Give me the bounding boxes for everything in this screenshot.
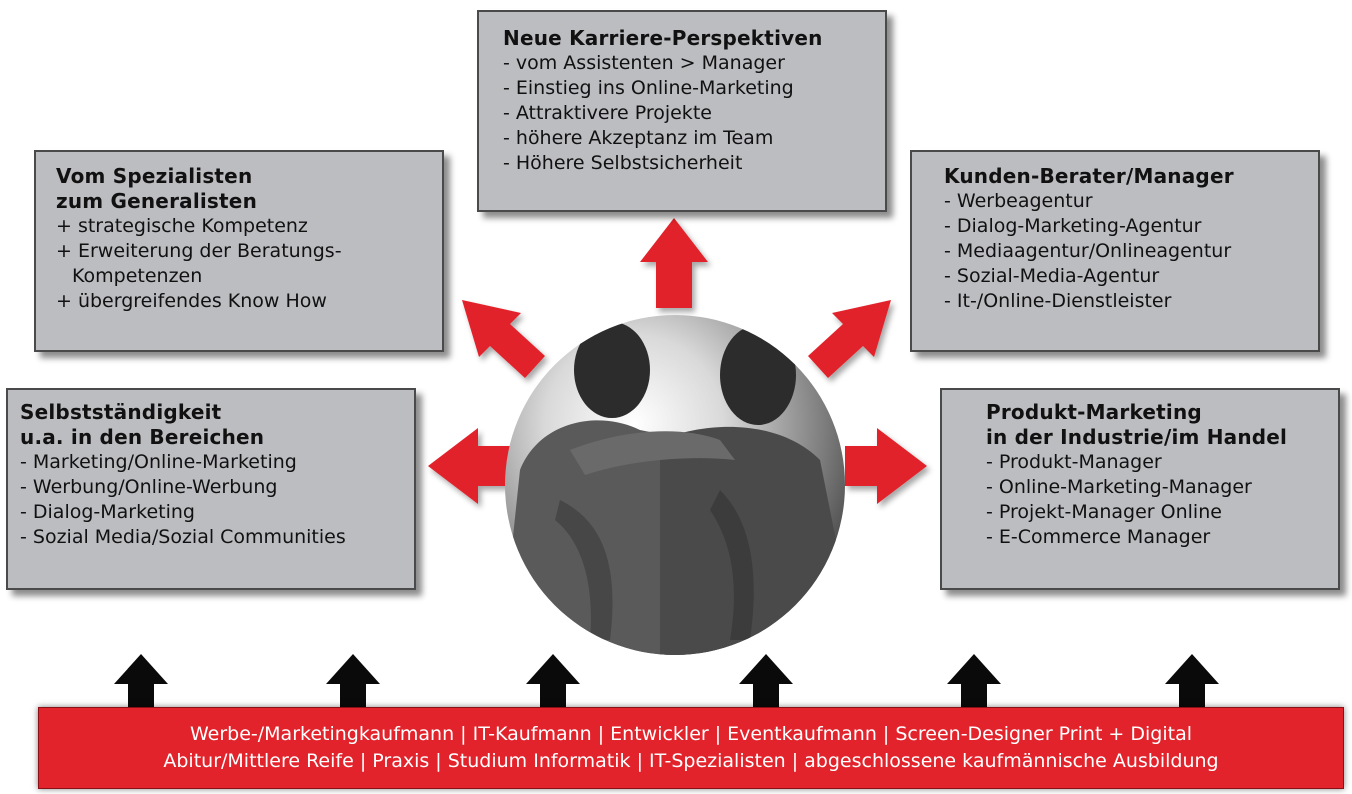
list-item: - Attraktivere Projekte: [503, 102, 712, 124]
list-item: + übergreifendes Know How: [56, 290, 327, 312]
black-arrows: [114, 654, 1219, 710]
box-product-marketing: Produkt-Marketing in der Industrie/im Ha…: [940, 388, 1340, 590]
arrow-up-black-5: [947, 654, 1001, 710]
list-item: Kompetenzen: [72, 265, 203, 287]
list-item: - Marketing/Online-Marketing: [20, 451, 297, 473]
box-title-line1: Vom Spezialisten: [56, 164, 253, 188]
box-title-line2: zum Generalisten: [56, 189, 258, 213]
qualifications-line-2: Abitur/Mittlere Reife | Praxis | Studium…: [163, 750, 1219, 772]
list-item: - Höhere Selbstsicherheit: [503, 152, 743, 174]
qualifications-bar: Werbe-/Marketingkaufmann | IT-Kaufmann |…: [38, 707, 1344, 789]
qualifications-line-1: Werbe-/Marketingkaufmann | IT-Kaufmann |…: [189, 723, 1193, 745]
box-list: + strategische Kompetenz + Erweiterung d…: [56, 214, 442, 314]
arrow-up-black-2: [326, 654, 380, 710]
arrow-up-black-1: [114, 654, 168, 710]
box-title-line2: in der Industrie/im Handel: [986, 425, 1288, 449]
list-item: - Sozial Media/Sozial Communities: [20, 526, 346, 548]
box-list: - Werbeagentur - Dialog-Marketing-Agentu…: [944, 189, 1318, 314]
arrow-up-black-6: [1165, 654, 1219, 710]
list-item: - Dialog-Marketing-Agentur: [944, 215, 1202, 237]
person-left-head: [574, 322, 650, 418]
box-title-line2: u.a. in den Bereichen: [20, 425, 265, 449]
box-list: - Marketing/Online-Marketing - Werbung/O…: [20, 450, 414, 550]
list-item: - Projekt-Manager Online: [986, 501, 1222, 523]
list-item: + Erweiterung der Beratungs-: [56, 240, 342, 262]
list-item: - Online-Marketing-Manager: [986, 476, 1252, 498]
globe-image: [505, 315, 845, 655]
list-item: - It-/Online-Dienstleister: [944, 290, 1172, 312]
box-title: Neue Karriere-Perspektiven: [503, 26, 823, 50]
box-title: Kunden-Berater/Manager: [944, 164, 1234, 188]
arm-over-shoulder: [570, 431, 735, 475]
list-item: - Werbung/Online-Werbung: [20, 476, 278, 498]
arrow-left-red: [428, 428, 510, 504]
list-item: - Werbeagentur: [944, 190, 1093, 212]
list-item: - Dialog-Marketing: [20, 501, 195, 523]
box-title-line1: Selbstständigkeit: [20, 400, 222, 424]
box-title-line1: Produkt-Marketing: [986, 400, 1202, 424]
arrow-up-black-3: [526, 654, 580, 710]
list-item: - höhere Akzeptanz im Team: [503, 127, 774, 149]
arrow-up-red: [640, 218, 708, 308]
list-item: + strategische Kompetenz: [56, 215, 308, 237]
arrow-right-red: [845, 428, 927, 504]
box-client-advisor: Kunden-Berater/Manager - Werbeagentur - …: [910, 150, 1320, 352]
box-specialist-generalist: Vom Spezialisten zum Generalisten + stra…: [34, 150, 444, 352]
person-right-head: [720, 325, 796, 425]
list-item: - Produkt-Manager: [986, 451, 1162, 473]
list-item: - E-Commerce Manager: [986, 526, 1211, 548]
box-self-employment: Selbstständigkeit u.a. in den Bereichen …: [6, 388, 416, 590]
list-item: - Sozial-Media-Agentur: [944, 265, 1160, 287]
arrow-upper-right-red: [808, 300, 891, 378]
box-career-perspectives: Neue Karriere-Perspektiven - vom Assiste…: [477, 10, 887, 212]
arrow-up-black-4: [739, 654, 793, 710]
list-item: - vom Assistenten > Manager: [503, 52, 785, 74]
red-arrows: [428, 218, 927, 504]
list-item: - Mediaagentur/Onlineagentur: [944, 240, 1232, 262]
arrow-upper-left-red: [462, 300, 545, 378]
box-list: - Produkt-Manager - Online-Marketing-Man…: [986, 450, 1338, 550]
box-list: - vom Assistenten > Manager - Einstieg i…: [503, 51, 885, 176]
list-item: - Einstieg ins Online-Marketing: [503, 77, 794, 99]
